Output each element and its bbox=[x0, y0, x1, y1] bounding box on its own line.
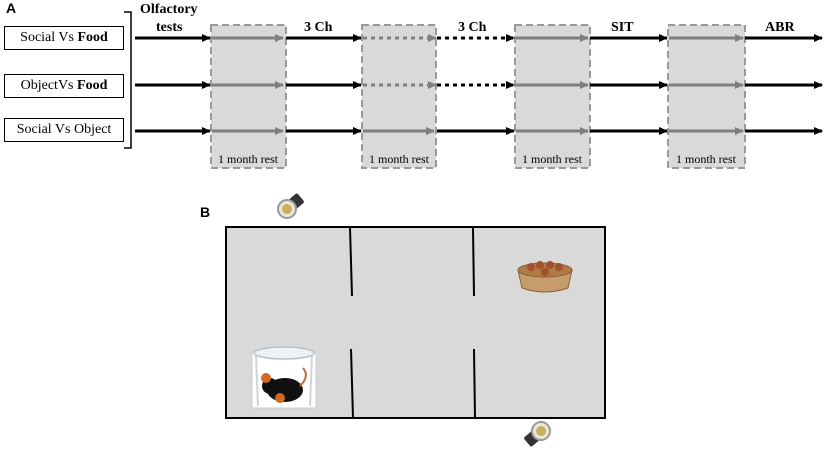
group-box-object-vs-food: ObjectVs Food bbox=[4, 74, 124, 98]
group-label-prefix: ObjectVs bbox=[20, 78, 78, 93]
mouse-under-cup-icon bbox=[251, 346, 317, 409]
rest-period-box bbox=[667, 24, 746, 169]
divider-wall bbox=[349, 227, 353, 297]
rest-label: 1 month rest bbox=[218, 152, 278, 166]
group-box-social-vs-food: Social Vs Food bbox=[4, 26, 124, 50]
rest-label: 1 month rest bbox=[369, 152, 429, 166]
divider-wall bbox=[473, 348, 476, 419]
label-3ch-second: 3 Ch bbox=[458, 20, 487, 35]
group-bracket bbox=[124, 11, 132, 149]
rest-label: 1 month rest bbox=[522, 152, 582, 166]
group-label-prefix: Social Vs bbox=[20, 30, 78, 45]
rest-label: 1 month rest bbox=[676, 152, 736, 166]
panel-b-letter: B bbox=[200, 204, 211, 220]
camera-icon bbox=[524, 421, 551, 447]
label-tests: tests bbox=[156, 20, 183, 35]
rest-period-box bbox=[361, 24, 437, 169]
panel-a-letter: A bbox=[6, 0, 17, 16]
rest-period-box bbox=[514, 24, 591, 169]
group-label-bold: Food bbox=[77, 78, 108, 93]
group-label-prefix: Social Vs Object bbox=[16, 122, 112, 137]
label-sit: SIT bbox=[611, 20, 634, 35]
group-box-social-vs-object: Social Vs Object bbox=[4, 118, 124, 142]
label-3ch-first: 3 Ch bbox=[304, 20, 333, 35]
group-label-bold: Food bbox=[77, 30, 108, 45]
rest-period-box bbox=[210, 24, 287, 169]
label-abr: ABR bbox=[765, 20, 795, 35]
food-bowl-icon bbox=[517, 261, 573, 293]
divider-wall bbox=[472, 227, 475, 297]
label-olfactory: Olfactory bbox=[140, 2, 198, 17]
divider-wall bbox=[350, 348, 354, 419]
camera-icon bbox=[277, 193, 304, 219]
